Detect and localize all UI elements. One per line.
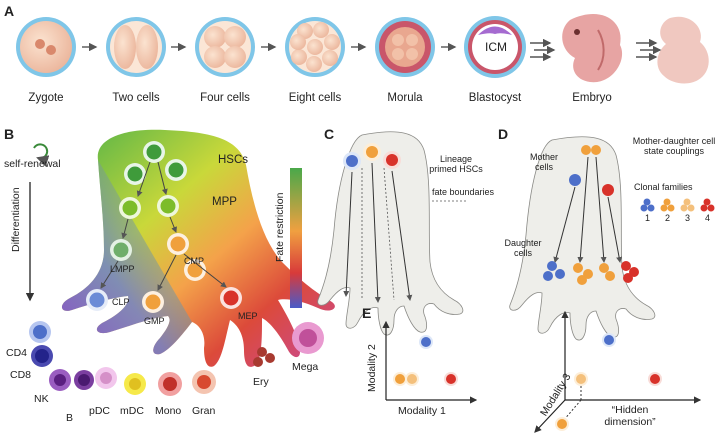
- nk-label: NK: [34, 393, 49, 405]
- pdc-label: pDC: [89, 405, 111, 417]
- stage-label-two-cells: Two cells: [112, 92, 160, 104]
- cd8-label: CD8: [10, 369, 32, 381]
- scatter-3d-points: [555, 333, 662, 431]
- zygote-cell: [16, 17, 76, 77]
- mep-label: MEP: [238, 311, 258, 321]
- panel-label-c: C: [324, 126, 335, 142]
- clonal-families-label: Clonal families: [634, 182, 693, 192]
- fate-restriction-triangle: [290, 168, 302, 308]
- mega-label: Mega: [292, 361, 319, 373]
- gran-label: Gran: [192, 405, 216, 417]
- panel-label-e: E: [362, 305, 372, 321]
- stage-label-blastocyst: Blastocyst: [468, 92, 522, 104]
- blastocyst-stage: [464, 16, 526, 78]
- stage-label-zygote: Zygote: [28, 92, 64, 104]
- clonal-family-4: 4: [705, 213, 711, 223]
- scatter-2d-points: [393, 335, 458, 386]
- scatter-2d: [382, 320, 478, 404]
- branch-arrows: [100, 161, 227, 291]
- differentiation-label: Differentiation: [10, 187, 22, 252]
- panel-label-b: B: [4, 126, 15, 142]
- lineage-landscape-d: [509, 136, 715, 341]
- clonal-family-1: 1: [645, 213, 651, 223]
- cd4-label: CD4: [6, 347, 28, 359]
- ery-label: Ery: [253, 376, 269, 388]
- eight-cell-stage: [285, 17, 345, 77]
- hsc-label: HSCs: [218, 154, 249, 166]
- fetus-figure: [657, 16, 709, 84]
- mono-label: Mono: [155, 405, 182, 417]
- clonal-family-2: 2: [665, 213, 671, 223]
- embryo-figure: [562, 14, 623, 83]
- clp-label: CLP: [112, 297, 130, 307]
- modality-1-label: Modality 1: [398, 405, 446, 417]
- cmp-label: CMP: [184, 256, 204, 266]
- morula-stage: [375, 17, 435, 77]
- fate-restriction-label: Fate restriction: [274, 192, 286, 262]
- panel-label-d: D: [498, 126, 509, 142]
- two-cell-stage: [106, 17, 166, 77]
- four-cell-stage: [195, 17, 255, 77]
- mpp-label: MPP: [212, 196, 237, 208]
- lmpp-label: LMPP: [110, 264, 135, 274]
- mature-cells: [29, 321, 324, 396]
- stage-label-eight-cells: Eight cells: [288, 92, 342, 104]
- self-renewal-icon: [33, 143, 50, 167]
- stage-label-morula: Morula: [387, 92, 423, 104]
- icm-label: ICM: [485, 40, 507, 54]
- clonal-family-icons: [640, 198, 715, 212]
- panel-label-a: A: [4, 3, 15, 19]
- clonal-family-3: 3: [685, 213, 691, 223]
- stage-arrows: [82, 38, 662, 62]
- stage-label-four-cells: Four cells: [200, 92, 250, 104]
- scatter-3d: [534, 310, 702, 433]
- stem-progenitor-cells: [86, 141, 242, 313]
- stage-label-embryo: Embryo: [572, 92, 612, 104]
- fate-boundaries-label: fate boundaries: [432, 187, 495, 197]
- gmp-label: GMP: [144, 316, 165, 326]
- b-cell-label: B: [66, 412, 74, 424]
- modality-2-label: Modality 2: [366, 344, 378, 392]
- lineage-landscape-c: [317, 131, 466, 336]
- mdc-label: mDC: [120, 405, 144, 417]
- self-renewal-label: self-renewal: [4, 158, 61, 170]
- daughter-cells: [543, 261, 639, 285]
